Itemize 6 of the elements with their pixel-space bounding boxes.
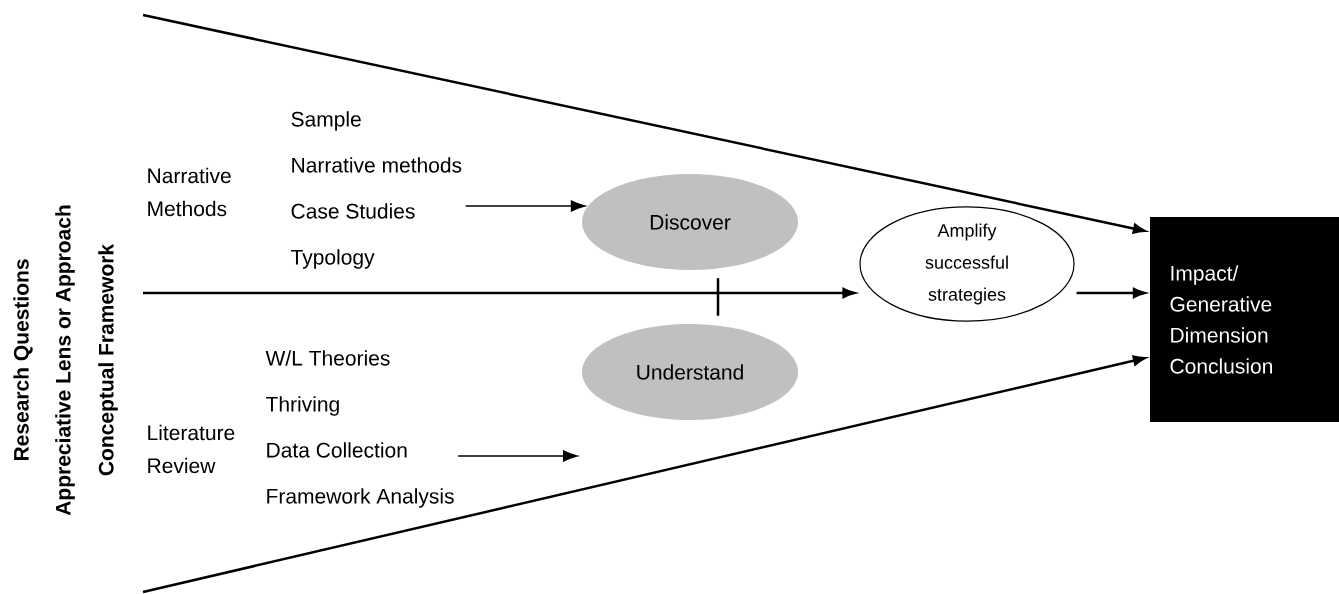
rotated-heading: Conceptual Framework	[98, 243, 118, 476]
rotated-heading: Research Questions	[13, 259, 33, 461]
rotated-heading: Appreciative Lens or Approach	[55, 205, 75, 516]
process-box: Impact/ Generative Dimension Conclusion	[1150, 217, 1339, 422]
connector-line	[716, 278, 720, 316]
arrow	[143, 287, 856, 299]
